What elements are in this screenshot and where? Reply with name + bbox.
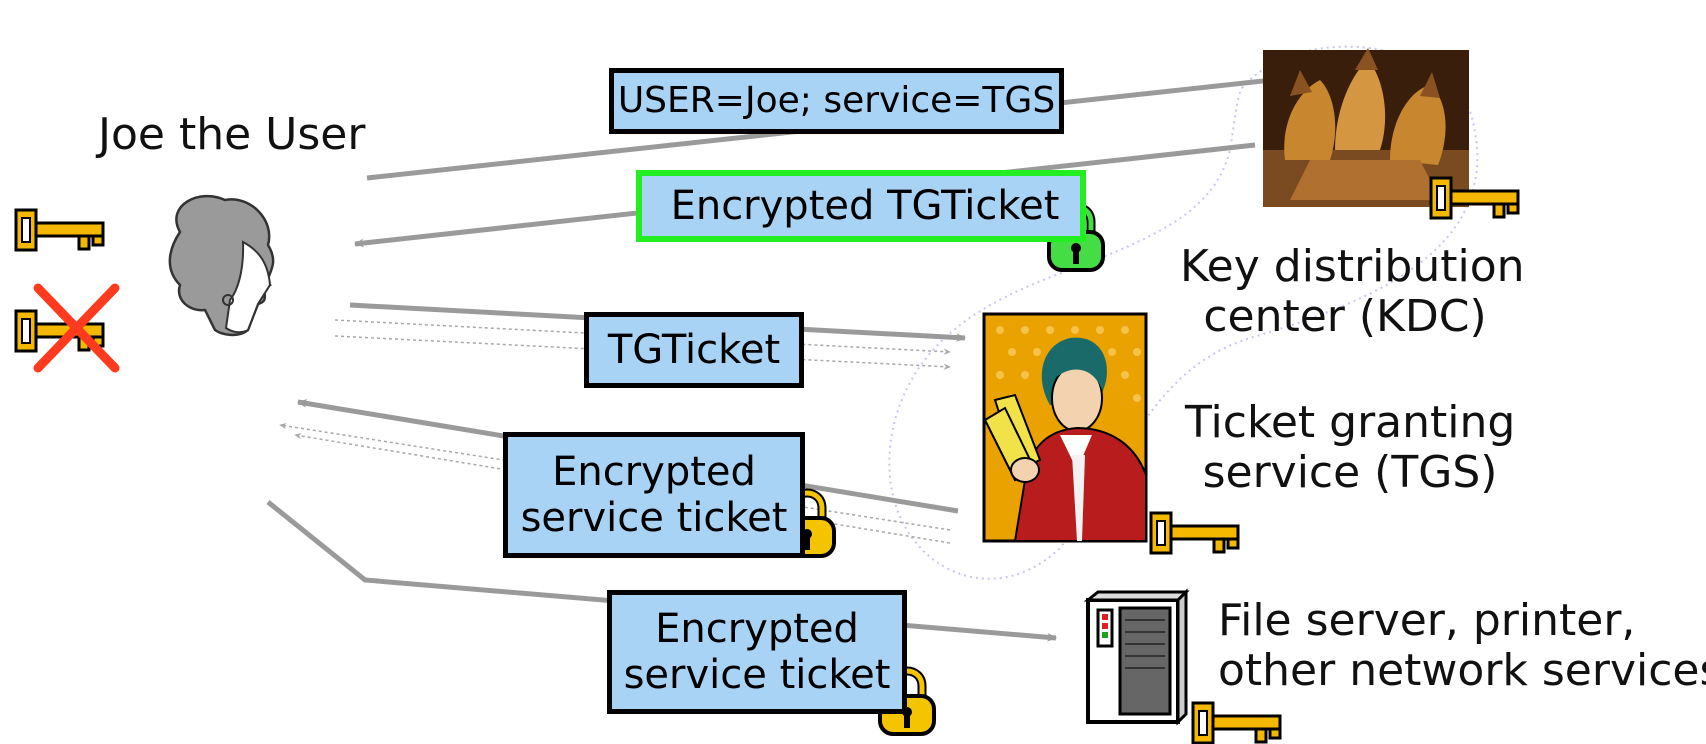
- tgs-key-icon: [1149, 511, 1240, 555]
- file-server-icon: [1083, 588, 1190, 726]
- message-service-ticket-to-server: Encrypted service ticket: [607, 590, 907, 714]
- kdc-label: Key distribution center (KDC): [1180, 241, 1525, 342]
- user-avatar: [168, 194, 275, 337]
- message-service-ticket-to-server-line-2: service ticket: [623, 652, 891, 698]
- tgs-agent-picture: [982, 312, 1148, 543]
- kdc-label-line-2: center (KDC): [1203, 291, 1487, 342]
- message-encrypted-tgticket-text: Encrypted TGTicket: [670, 183, 1060, 229]
- message-tgticket: TGTicket: [584, 312, 804, 388]
- tgs-label-line-2: service (TGS): [1202, 447, 1498, 498]
- tgs-label-line-1: Ticket granting: [1185, 397, 1516, 448]
- message-encrypted-tgticket: Encrypted TGTicket: [636, 170, 1086, 242]
- services-label: File server, printer, other network serv…: [1218, 596, 1706, 696]
- discarded-key-icon: [14, 283, 120, 373]
- message-tgticket-text: TGTicket: [607, 327, 781, 373]
- user-password-key-icon: [14, 208, 105, 252]
- message-service-ticket-to-server-line-1: Encrypted: [655, 606, 859, 652]
- server-key-icon: [1191, 701, 1282, 744]
- user-label: Joe the User: [98, 109, 366, 160]
- kdc-boundary-outline: [888, 45, 1479, 580]
- message-service-ticket-from-tgs-line-2: service ticket: [520, 495, 788, 541]
- message-service-ticket-from-tgs: Encrypted service ticket: [503, 432, 805, 558]
- services-label-line-2: other network services: [1218, 645, 1706, 696]
- message-user-request-text: USER=Joe; service=TGS: [617, 80, 1056, 121]
- message-service-ticket-from-tgs-line-1: Encrypted: [552, 449, 756, 495]
- kdc-label-line-1: Key distribution: [1180, 241, 1525, 292]
- services-label-line-1: File server, printer,: [1218, 595, 1636, 646]
- faint-arrow-to-user-1: [279, 422, 951, 531]
- message-user-request: USER=Joe; service=TGS: [609, 68, 1064, 134]
- tgs-label: Ticket granting service (TGS): [1185, 398, 1515, 498]
